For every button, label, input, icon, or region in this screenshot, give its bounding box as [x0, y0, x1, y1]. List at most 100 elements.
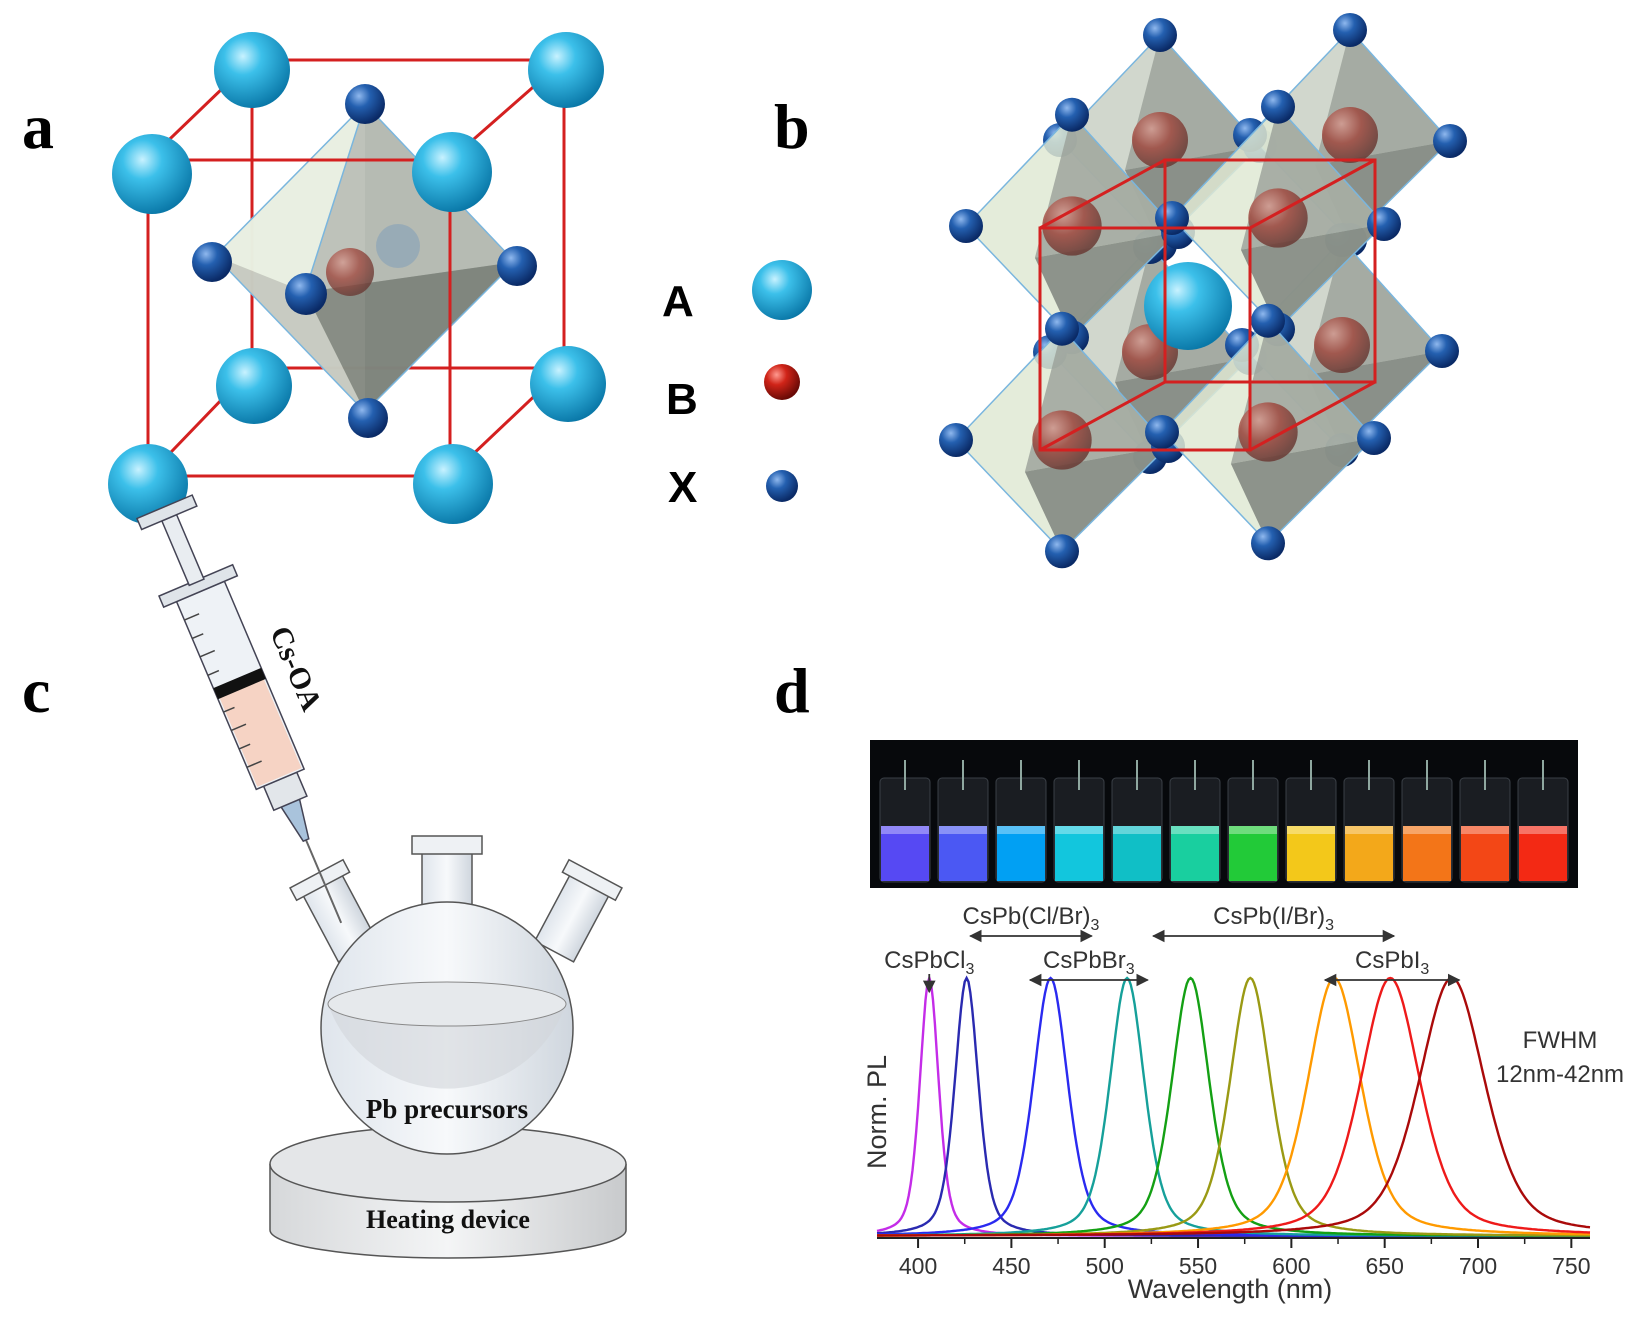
x-atom: [1433, 124, 1467, 158]
range-label-1: CsPbCl3: [884, 947, 974, 994]
pl-curve-9: [877, 976, 1591, 1237]
vial: [1343, 760, 1395, 883]
x-tick-label: 550: [1179, 1253, 1217, 1279]
vial: [1401, 760, 1453, 883]
panel-d-label: d: [774, 655, 810, 726]
vial: [1169, 760, 1221, 883]
b-site-atom: [1248, 188, 1308, 248]
x-tick-label: 750: [1552, 1253, 1590, 1279]
three-neck-flask: Pb precursors: [289, 835, 623, 1155]
vial: [1053, 760, 1105, 883]
flask-label: Pb precursors: [366, 1094, 528, 1124]
range-subscript: 3: [1325, 917, 1334, 934]
vial: [1285, 760, 1337, 883]
pl-curve-6: [877, 976, 1590, 1237]
x-atom: [1055, 97, 1089, 132]
x-atom: [1155, 201, 1189, 235]
syringe: Cs-OA: [135, 494, 343, 924]
octahedron-face: [1230, 438, 1374, 544]
x-atom: [1045, 534, 1079, 569]
legend-a-label: A: [662, 277, 694, 326]
vial: [937, 760, 989, 883]
x-atom: [1251, 526, 1285, 561]
fwhm-annotation-range: 12nm-42nm: [1496, 1061, 1624, 1088]
vial: [1517, 760, 1569, 883]
pl-curve-5: [877, 976, 1590, 1237]
x-atom: [1145, 415, 1179, 449]
panel-d: d CsPbCl3CsPb(Cl/Br)3CsPbBr3CsPb(I/Br)3C…: [774, 655, 1624, 1304]
range-label-2: CsPb(Cl/Br)3: [963, 903, 1100, 943]
x-atom: [949, 209, 983, 243]
y-axis-title: Norm. PL: [862, 1055, 892, 1169]
x-atom: [1261, 89, 1295, 124]
x-atom: [1333, 13, 1367, 47]
x-atom: [1143, 18, 1177, 52]
range-label-5: CsPbI3: [1323, 947, 1461, 987]
vials-photo: [870, 740, 1578, 888]
range-text: CsPb(I/Br)3: [1213, 903, 1334, 934]
panel-b: b: [774, 13, 1467, 569]
x-atom: [1425, 334, 1459, 368]
x-atom-back: [376, 224, 420, 268]
a-site-atom: [1144, 262, 1232, 350]
x-axis-ticks: 400 450 500 550 600 650 700 750: [899, 1238, 1591, 1279]
b-site-atom: [1032, 410, 1092, 470]
panel-c: c Heating device Pb: [22, 494, 627, 1259]
vial: [1227, 760, 1279, 883]
pl-curves: [876, 974, 1591, 1238]
x-tick-label: 700: [1459, 1253, 1497, 1279]
octahedron-face: [1034, 232, 1178, 338]
legend-x-label: X: [668, 463, 697, 512]
legend-b-swatch: [764, 364, 800, 400]
range-label-3: CsPbBr3: [1028, 947, 1149, 987]
unit-cell-front-face: [146, 158, 452, 478]
atom-legend: A B X: [662, 260, 812, 512]
panel-c-label: c: [22, 655, 50, 726]
x-tick-label: 600: [1272, 1253, 1310, 1279]
b-site-atom: [326, 248, 374, 296]
b-site-atom: [1238, 402, 1298, 462]
range-text: CsPb(Cl/Br)3: [963, 903, 1100, 934]
panel-a: a: [22, 32, 812, 524]
a-atoms: [108, 32, 606, 524]
x-atom: [1251, 303, 1285, 338]
range-text: CsPbBr3: [1043, 947, 1135, 978]
range-subscript: 3: [1126, 961, 1135, 978]
x-atom: [1045, 311, 1079, 346]
octahedron-face: [1240, 224, 1384, 330]
panel-a-label: a: [22, 91, 54, 162]
x-tick-label: 400: [899, 1253, 937, 1279]
b-site-atom: [1322, 107, 1378, 163]
vial: [1459, 760, 1511, 883]
heater-label: Heating device: [366, 1205, 530, 1234]
vial: [1111, 760, 1163, 883]
x-tick-label: 500: [1086, 1253, 1124, 1279]
x-tick-label: 650: [1365, 1253, 1403, 1279]
x-atom: [1367, 207, 1401, 241]
range-subscript: 3: [1091, 917, 1100, 934]
legend-x-swatch: [766, 470, 798, 502]
x-tick-label: 450: [992, 1253, 1030, 1279]
octahedron-face: [1024, 446, 1168, 552]
unit-cell-edges: [1038, 158, 1377, 452]
panel-b-label: b: [774, 91, 810, 162]
x-atom: [1357, 421, 1391, 455]
legend-b-label: B: [666, 375, 698, 424]
vial: [995, 760, 1047, 883]
b-site-atom: [1132, 112, 1188, 168]
range-subscript: 3: [965, 961, 974, 978]
range-text: CsPbCl3: [884, 947, 974, 978]
b-site-atom: [1314, 317, 1370, 373]
x-atoms: [192, 84, 537, 438]
x-atom: [939, 423, 973, 457]
vial: [879, 760, 931, 883]
fwhm-annotation-title: FWHM: [1523, 1027, 1598, 1054]
pl-curve-7: [877, 976, 1590, 1237]
b-site-atom: [1042, 196, 1102, 256]
pl-curve-8: [877, 976, 1591, 1237]
perovskite-lattice: [939, 13, 1467, 569]
range-subscript: 3: [1420, 961, 1429, 978]
